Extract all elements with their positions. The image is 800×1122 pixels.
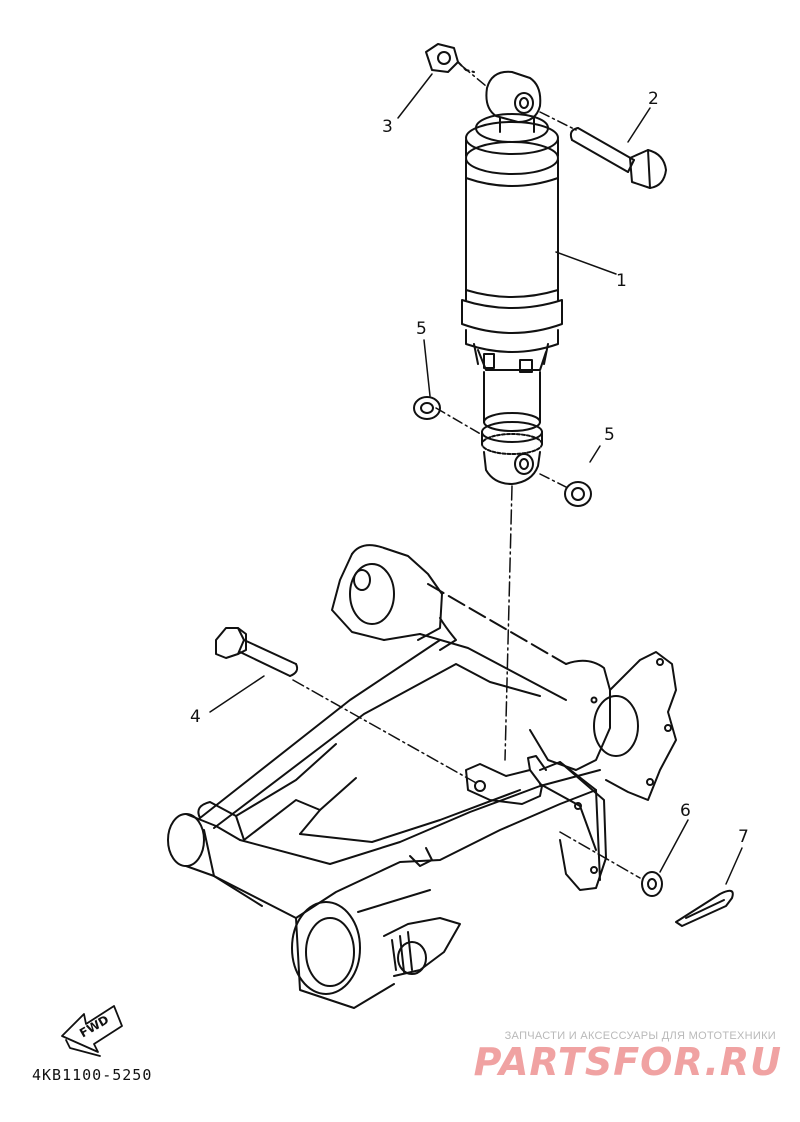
pivot-bolt [215,627,299,677]
watermark-logo: PARTSFOR.RU [473,1040,782,1084]
washer-6 [641,871,663,897]
callout-5-lower: 5 [604,425,615,445]
callout-leaders [209,73,743,885]
callout-5-upper: 5 [416,319,427,339]
swingarm [167,544,677,1009]
callout-2: 2 [648,89,659,109]
diagram-part-code: 4KB1100-5250 [32,1066,153,1084]
washer-upper-left [413,396,441,420]
rear-shock-absorber [461,70,563,485]
callout-7: 7 [738,827,749,847]
upper-mount-nut [425,43,475,73]
callout-6: 6 [680,801,691,821]
callout-1: 1 [616,271,627,291]
watermark-caption: ЗАПЧАСТИ И АКСЕССУАРЫ ДЛЯ МОТОТЕХНИКИ [504,1030,776,1042]
fwd-arrow-icon: FWD [61,1005,123,1057]
upper-mount-bolt [569,127,667,189]
callout-4: 4 [190,707,201,727]
washer-lower-right [564,481,592,507]
alignment-lines [292,65,641,879]
callout-3: 3 [382,117,393,137]
cotter-pin [675,889,734,927]
